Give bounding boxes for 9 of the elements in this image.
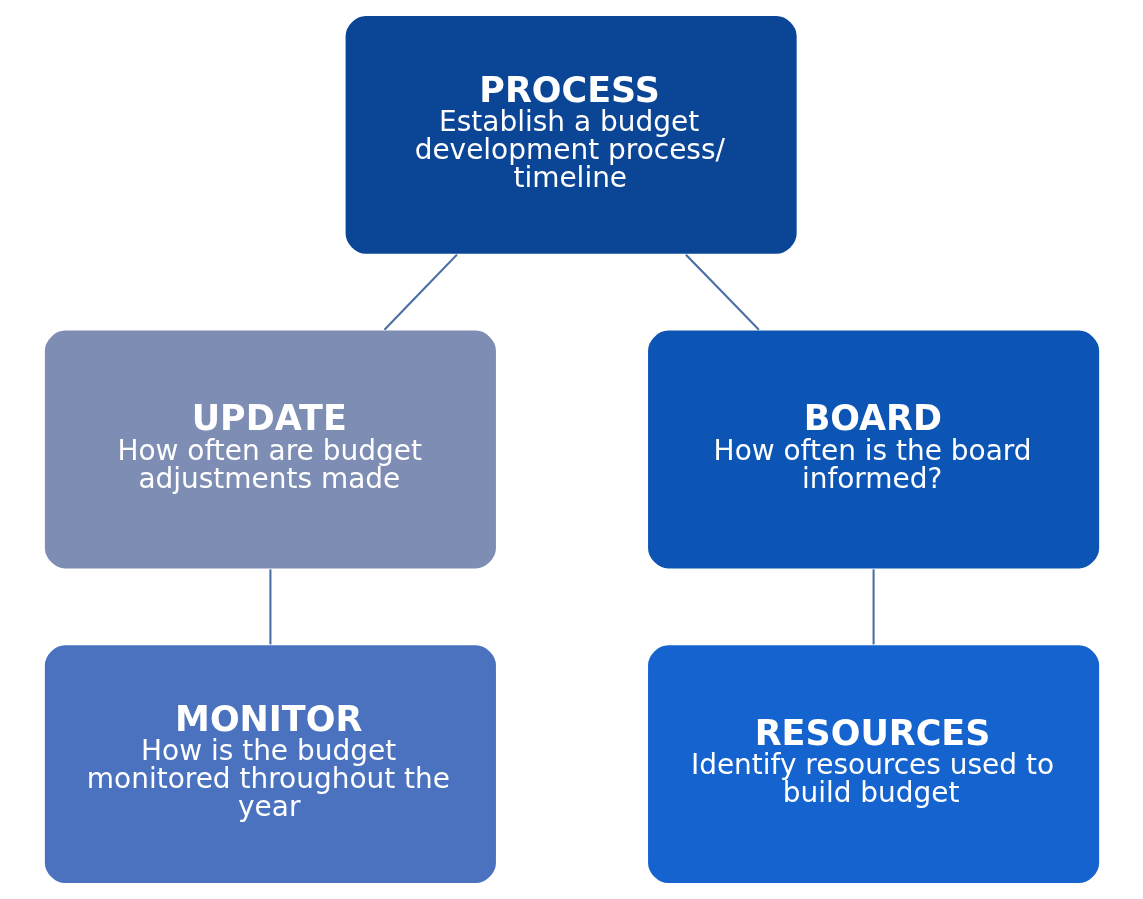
connector	[268, 569, 271, 645]
connector	[383, 253, 458, 331]
node-box: RESOURCES Identify resources used to build budget	[645, 643, 1101, 885]
node-box: MONITOR How is the budget monitored throughout the year	[42, 643, 498, 885]
connector	[872, 569, 875, 645]
node-box: BOARD How often is the board informed?	[645, 328, 1101, 571]
node-box: PROCESS Establish a budget development process/ timeline	[343, 14, 798, 256]
node-box: UPDATE How often are budget adjustments made	[42, 328, 498, 571]
connector	[684, 253, 760, 331]
